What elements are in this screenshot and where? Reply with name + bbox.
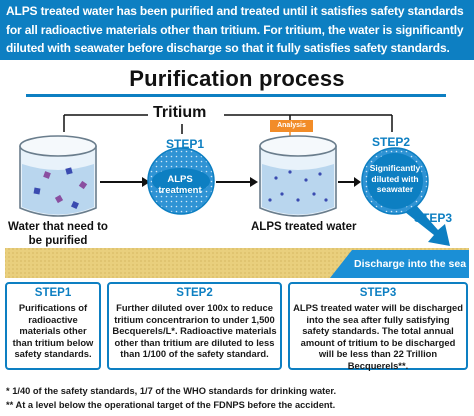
discharge-label: Discharge into the sea [354,258,467,270]
footnote: * 1/40 of the safety standards, 1/7 of t… [6,386,337,396]
step1-title: STEP1 [34,287,72,299]
water-to-purify-label: Water that need to be purified [8,221,108,247]
step1-body: Purifications of radioactive materials o… [12,302,94,359]
analysis-label: Analysis [270,120,313,132]
page-title: Purification process [129,66,345,91]
alps-treatment-circle [147,147,215,215]
step2-diagram-label: STEP2 [372,135,411,149]
arrow-right-icon [338,177,361,187]
step3-title: STEP3 [359,287,397,299]
step3-diagram-label: STEP3 [414,211,453,225]
step2-title: STEP2 [176,287,213,299]
step1-diagram-label: STEP1 [166,137,205,151]
arrow-right-icon [216,177,258,187]
dilution-circle [361,147,429,215]
title-underline [26,94,446,97]
tritium-label: Tritium [153,104,207,121]
step3-body: ALPS treated water will be discharged in… [293,302,463,371]
sea-area [330,250,469,278]
alps-treated-water-label: ALPS treated water [251,221,357,233]
arrow-right-icon [100,177,150,187]
intro-text: ALPS treated water has been purified and… [6,4,464,56]
step2-body: Further diluted over 100x to reduce trit… [112,302,277,359]
step1-box: STEP1 Purifications of radioactive mater… [5,282,101,370]
tritium-bar [63,114,393,134]
step3-box: STEP3 ALPS treated water will be dischar… [288,282,468,371]
alps-treatment-text: ALPS treatment [158,174,202,196]
step2-box: STEP2 Further diluted over 100x to reduc… [107,282,282,370]
intro-banner: ALPS treated water has been purified and… [0,0,474,60]
dilution-text: Significantly diluted with seawater [369,163,421,194]
footnote: ** At a level below the operational targ… [6,400,336,410]
tank-icon [19,135,97,217]
arrow-down-right-icon [405,205,450,246]
tank-icon [259,135,337,217]
